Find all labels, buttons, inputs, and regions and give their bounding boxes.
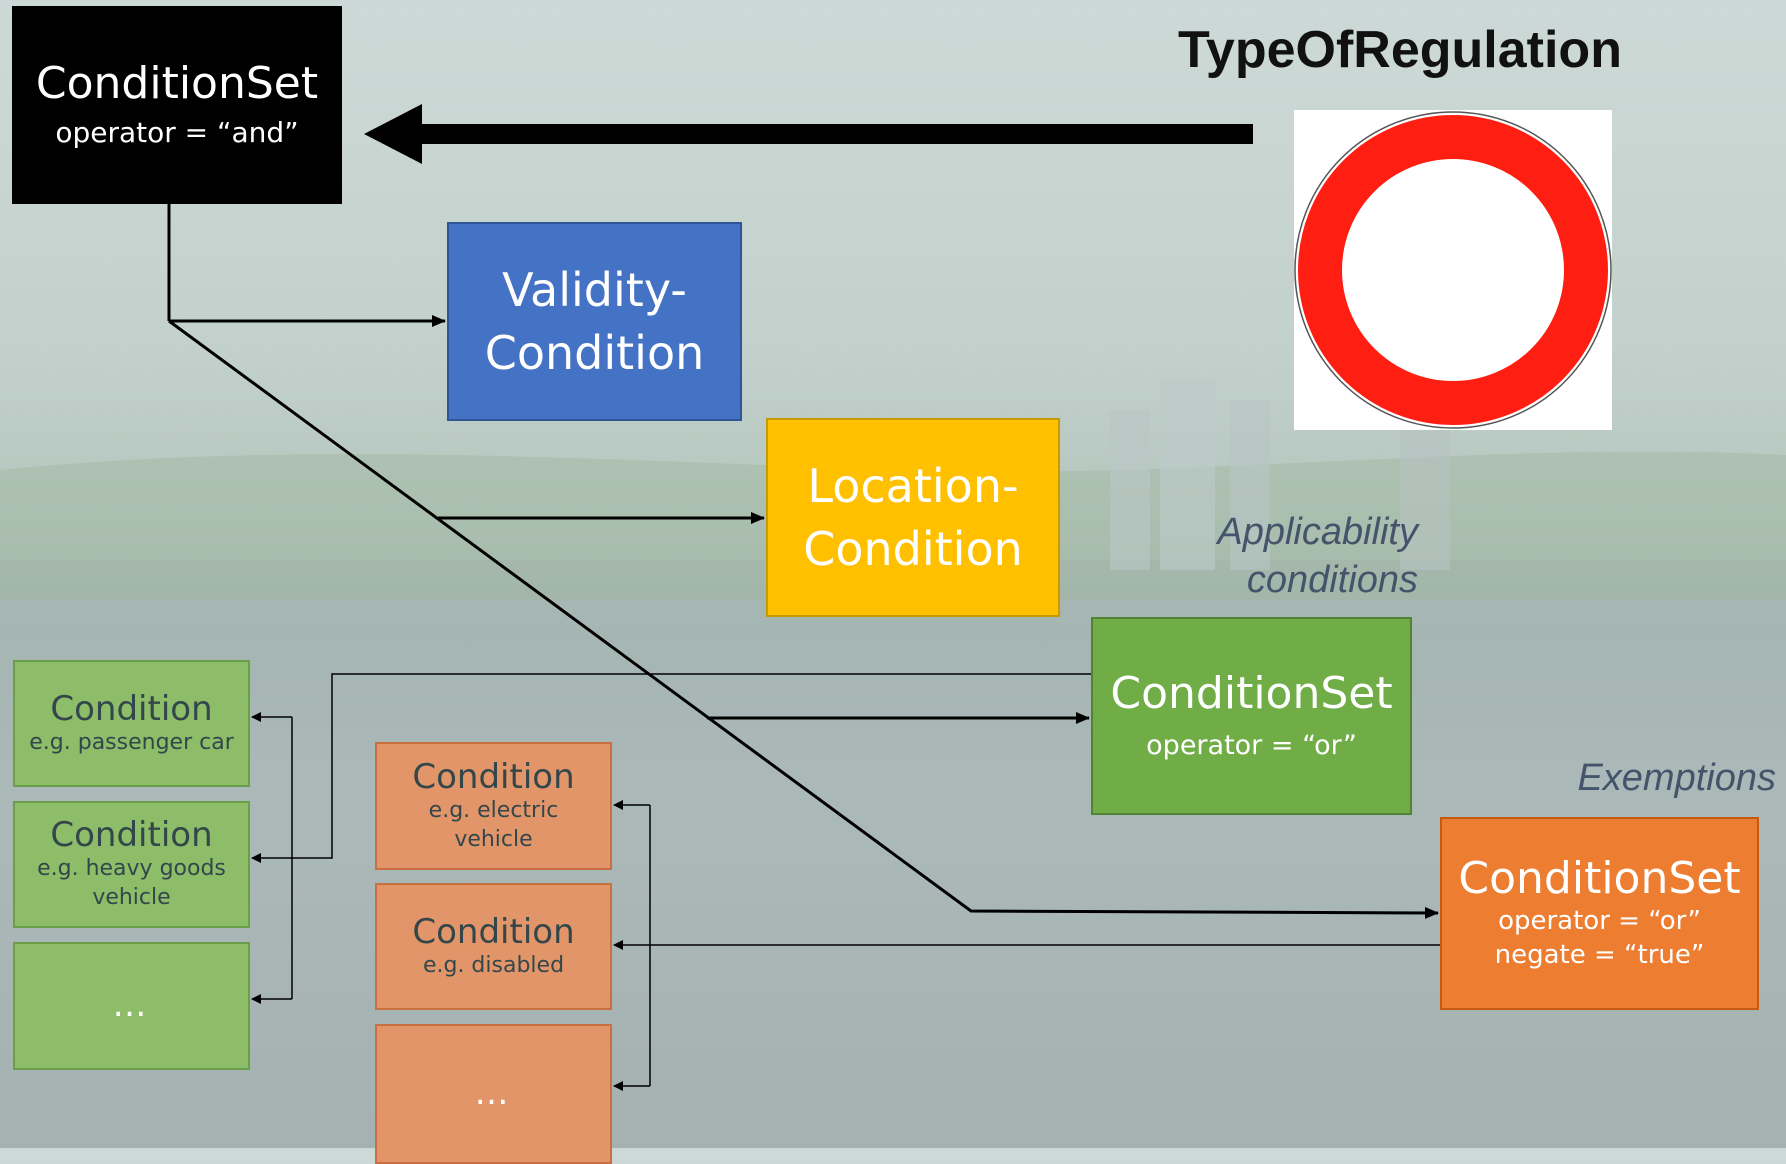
- condition-example: e.g. disabled: [422, 952, 565, 978]
- applicability-set-title: ConditionSet: [1110, 668, 1393, 720]
- root-set-operator: operator = “and”: [55, 116, 299, 150]
- exemptions-set-title: ConditionSet: [1458, 853, 1741, 905]
- exemptions-condition-set[interactable]: ConditionSet operator = “or” negate = “t…: [1440, 817, 1759, 1010]
- exemptions-set-negate: negate = “true”: [1494, 939, 1705, 970]
- no-vehicles-sign-icon: [1294, 110, 1612, 430]
- location-condition[interactable]: Location- Condition: [766, 418, 1060, 617]
- condition-title: Condition: [50, 688, 213, 729]
- exemptions-set-operator: operator = “or”: [1498, 906, 1701, 936]
- condition-example: e.g. passenger car: [29, 729, 234, 755]
- condition-title: Condition: [50, 815, 213, 856]
- applicability-label-line1: Applicability: [1217, 511, 1418, 553]
- validity-condition[interactable]: Validity- Condition: [447, 222, 742, 421]
- exemption-condition-electric[interactable]: Condition e.g. electric vehicle: [375, 742, 612, 870]
- applicability-condition-passenger-car[interactable]: Condition e.g. passenger car: [13, 660, 250, 787]
- applicability-set-operator: operator = “or”: [1146, 729, 1357, 761]
- validity-line2: Condition: [484, 325, 705, 380]
- root-set-title: ConditionSet: [35, 57, 319, 109]
- applicability-label-line2: conditions: [1246, 559, 1418, 602]
- location-line2: Condition: [803, 521, 1023, 576]
- ellipsis: …: [112, 985, 151, 1026]
- exemption-condition-disabled[interactable]: Condition e.g. disabled: [375, 883, 612, 1010]
- regulation-to-root-arrow: [364, 104, 1253, 164]
- diagram-title: TypeOfRegulation: [1178, 21, 1622, 79]
- condition-example-line1: e.g. heavy goods: [37, 856, 226, 882]
- condition-title: Condition: [412, 756, 575, 797]
- applicability-label: Applicability conditions: [1150, 508, 1418, 605]
- validity-line1: Validity-: [502, 263, 687, 318]
- condition-title: Condition: [412, 911, 575, 952]
- condition-example-line2: vehicle: [454, 826, 533, 852]
- condition-example-line1: e.g. electric: [428, 797, 559, 823]
- condition-example-line2: vehicle: [92, 885, 171, 911]
- exemption-condition-more[interactable]: …: [375, 1024, 612, 1164]
- applicability-condition-heavy-goods[interactable]: Condition e.g. heavy goods vehicle: [13, 801, 250, 928]
- applicability-condition-set[interactable]: ConditionSet operator = “or”: [1091, 617, 1412, 815]
- location-line1: Location-: [807, 459, 1019, 514]
- ellipsis: …: [474, 1073, 513, 1114]
- root-condition-set[interactable]: ConditionSet operator = “and”: [12, 6, 342, 204]
- applicability-condition-more[interactable]: …: [13, 942, 250, 1070]
- exemptions-label: Exemptions: [1577, 757, 1776, 799]
